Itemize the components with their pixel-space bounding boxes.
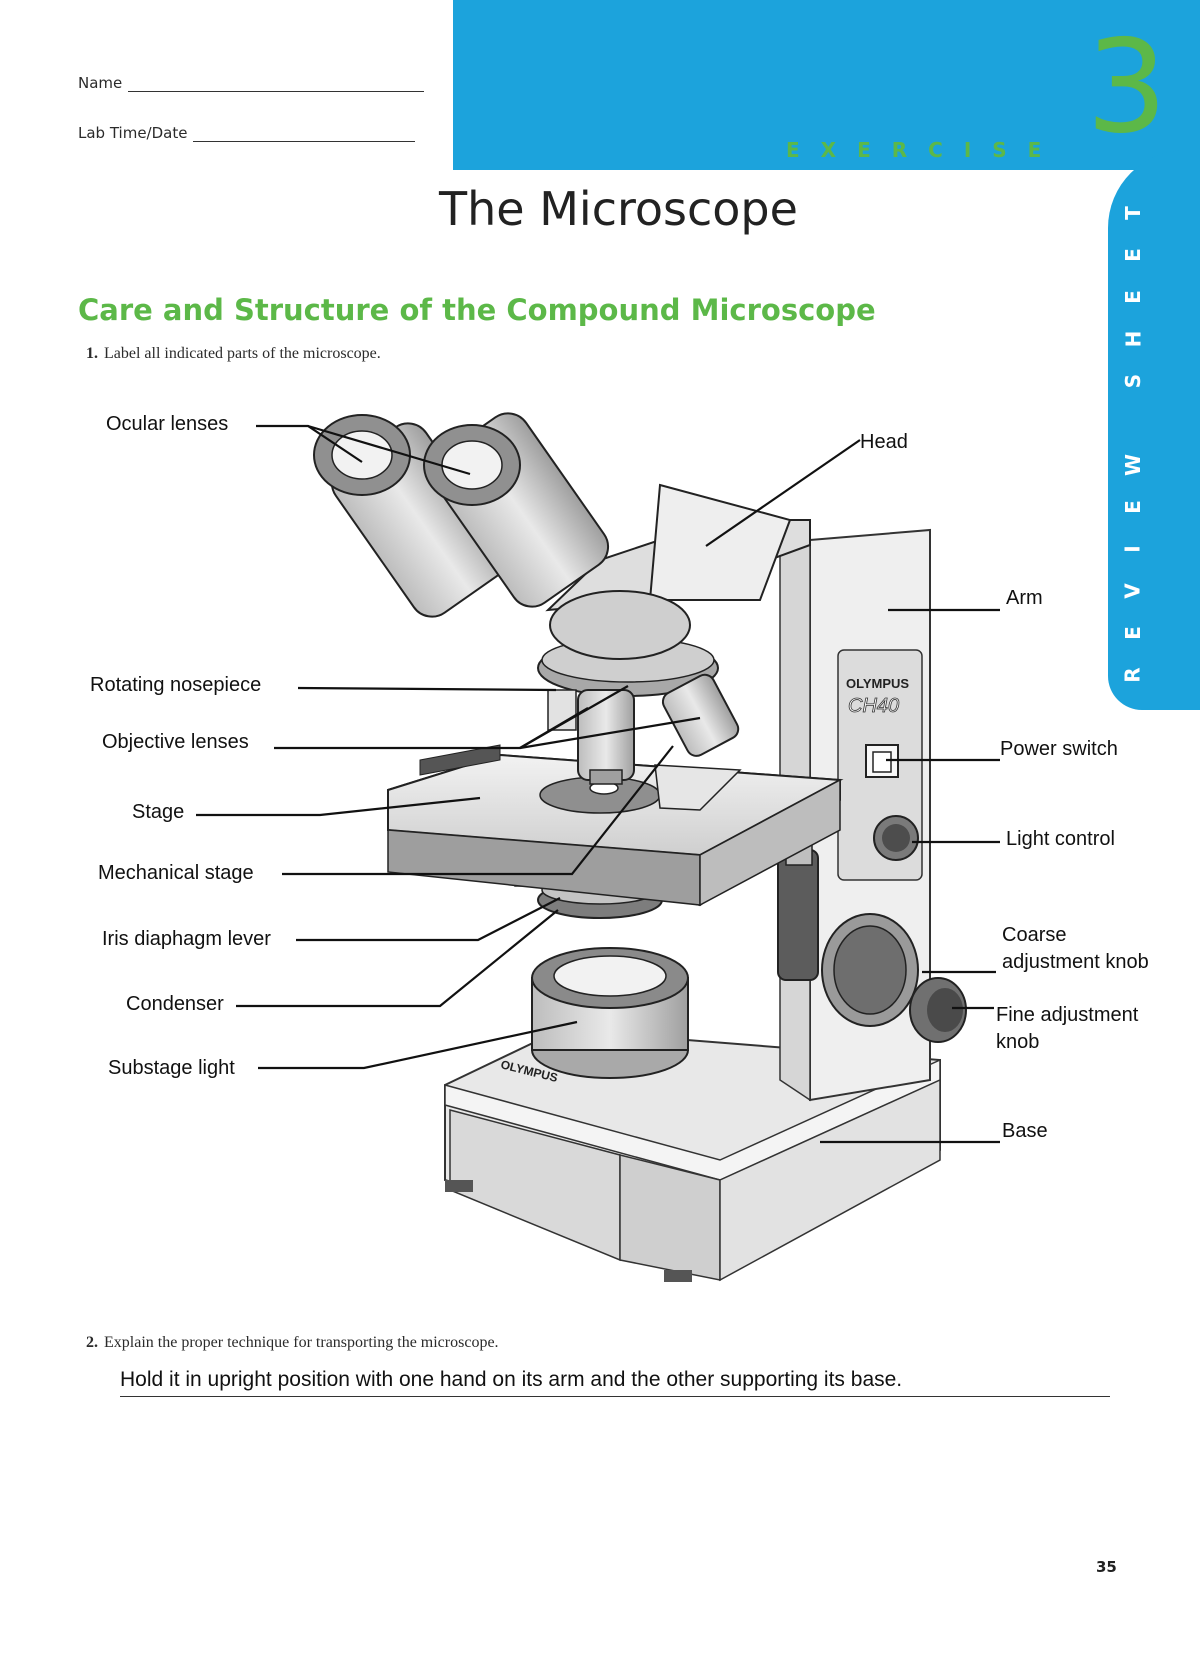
condenser-shape [514, 871, 663, 919]
label-knob: knob [996, 1031, 1040, 1053]
side-tab-letter: I [1120, 545, 1145, 553]
side-tab-letter: E [1120, 626, 1145, 640]
light-control-knob[interactable] [873, 815, 919, 861]
label-power-switch: Power switch [1000, 738, 1118, 760]
leader-substage [258, 1020, 578, 1070]
model-text: CH40 [848, 695, 899, 717]
exercise-number: 3 [1086, 13, 1168, 162]
leader-lines [196, 424, 1000, 1144]
leader-objective [274, 685, 629, 750]
stage-shape [387, 744, 844, 907]
focus-column [777, 844, 819, 981]
label-substage-light: Substage light [108, 1057, 235, 1079]
leader-iris [296, 897, 561, 942]
base-shape [444, 1028, 941, 1282]
side-tab-letter: S [1121, 373, 1145, 389]
side-tab-letter: W [1121, 453, 1145, 477]
label-coarse: Coarse [1002, 924, 1067, 946]
leader-condenser [236, 909, 559, 1008]
answer-line[interactable]: Hold it in upright position with one han… [120, 1368, 1110, 1397]
side-tab-letter: E [1120, 500, 1145, 514]
label-stage: Stage [132, 801, 185, 823]
power-switch[interactable] [865, 744, 899, 778]
leader-ocular [256, 424, 363, 463]
label-head: Head [860, 431, 908, 453]
head-shape [545, 483, 811, 660]
side-tab-letter: E [1120, 248, 1145, 262]
label-objective-lenses: Objective lenses [102, 731, 249, 753]
fine-adjustment-knob[interactable] [909, 977, 967, 1043]
side-tab-letter: V [1120, 583, 1145, 599]
lab-date-blank[interactable] [193, 127, 416, 142]
substage-light-shape [531, 947, 689, 1079]
section-title: Care and Structure of the Compound Micro… [78, 293, 876, 327]
question-text: Label all indicated parts of the microsc… [104, 345, 381, 362]
leader-objective-2 [519, 716, 701, 750]
question-number: 2. [86, 1334, 98, 1351]
side-tab-letter: E [1120, 290, 1145, 304]
label-mechanical-stage: Mechanical stage [98, 862, 254, 884]
label-ocular-lenses: Ocular lenses [106, 413, 229, 435]
lab-date-label: Lab Time/Date [78, 124, 188, 142]
question-1: 1. Label all indicated parts of the micro… [86, 345, 381, 363]
nosepiece-shape [537, 637, 719, 697]
label-base: Base [1002, 1120, 1048, 1142]
page-title: The Microscope [439, 182, 798, 236]
leader-mechanical-stage [282, 745, 674, 876]
coarse-adjustment-knob[interactable] [821, 913, 919, 1027]
label-condenser: Condenser [126, 993, 224, 1015]
objective-lenses-shape [547, 673, 740, 785]
page-number: 35 [1096, 1558, 1117, 1576]
side-tab-letter: H [1121, 330, 1145, 348]
leader-rotating-nosepiece [297, 686, 557, 692]
name-label: Name [78, 74, 123, 92]
question-2: 2. Explain the proper technique for trans… [86, 1334, 499, 1352]
label-iris-diaphragm-lever: Iris diaphagm lever [102, 928, 271, 950]
leader-stage [196, 796, 481, 817]
review-sheet-tab [1108, 150, 1200, 710]
leader-ocular-2 [307, 424, 471, 476]
label-arm: Arm [1006, 587, 1043, 609]
ocular-lenses-shape [313, 412, 610, 618]
arm-shape: OLYMPUS CH40 [779, 518, 931, 1102]
question-text: Explain the proper technique for transpo… [104, 1334, 499, 1351]
side-tab-letter: R [1121, 667, 1145, 683]
name-blank[interactable] [128, 77, 425, 92]
exercise-word: EXERCISE [786, 138, 1063, 162]
label-light-control: Light control [1006, 828, 1115, 850]
leader-head [705, 439, 861, 547]
brand-plate-text: OLYMPUS [846, 676, 909, 691]
lab-date-field[interactable]: Lab Time/Date [78, 124, 416, 142]
leader-objective-3 [519, 707, 589, 749]
question-number: 1. [86, 345, 98, 362]
header-blue-band [453, 0, 1200, 170]
label-rotating-nosepiece: Rotating nosepiece [90, 674, 262, 696]
name-field[interactable]: Name [78, 74, 425, 92]
label-fine-adjustment: Fine adjustment [996, 1004, 1139, 1026]
base-brand-text: OLYMPUS [499, 1057, 559, 1085]
label-adjustment-knob: adjustment knob [1002, 951, 1149, 973]
